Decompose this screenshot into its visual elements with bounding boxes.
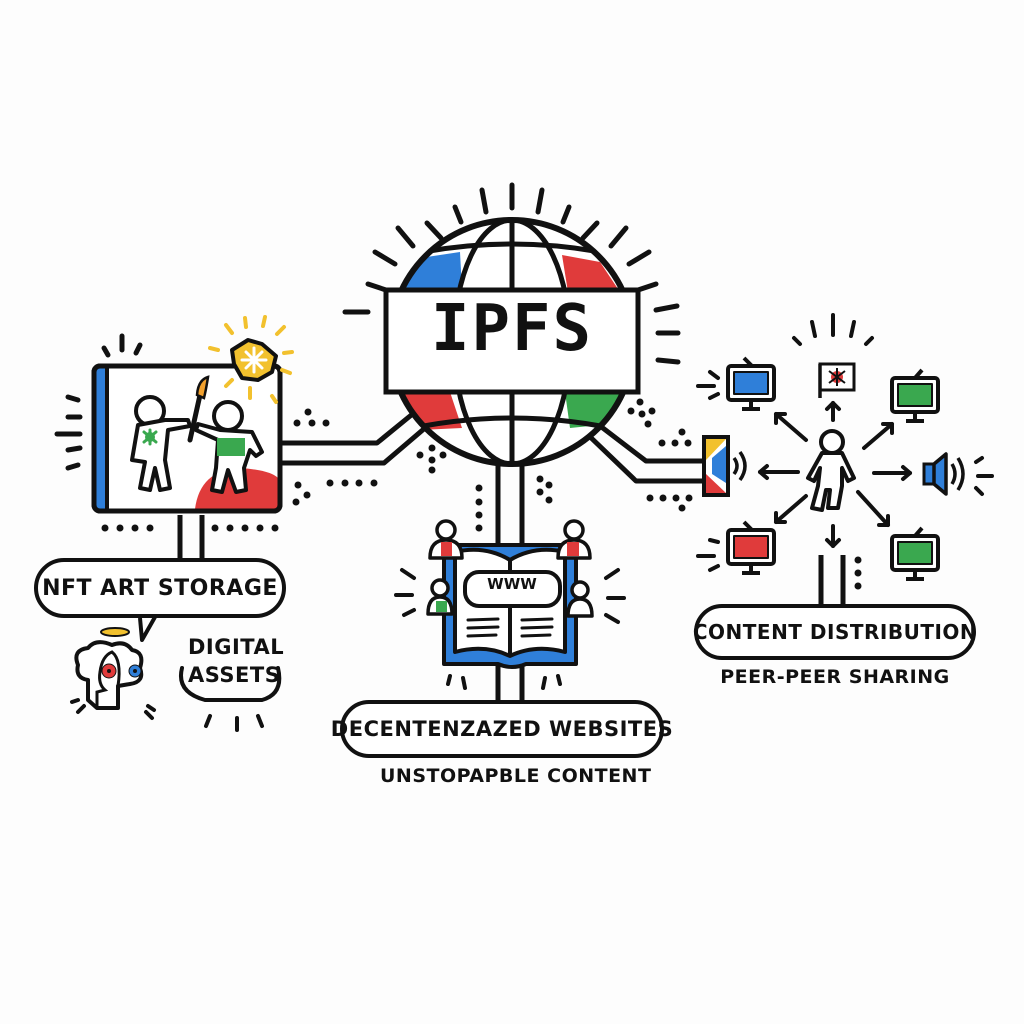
nft-rays bbox=[54, 333, 143, 471]
speaker-icon bbox=[702, 435, 747, 497]
decorative-dots bbox=[101, 398, 862, 590]
nft-art-storage-pill: NFT ART STORAGE bbox=[34, 558, 286, 618]
nft-art-storage-label: NFT ART STORAGE bbox=[42, 575, 278, 601]
people-icon bbox=[130, 395, 264, 494]
connector-nft-down bbox=[177, 515, 205, 560]
decentralized-websites-label: DECENTENZAZED WEBSITES bbox=[330, 717, 674, 741]
people-icon bbox=[426, 519, 594, 618]
digital-assets-line2: ASSETS bbox=[188, 663, 281, 687]
monitor-icon bbox=[726, 356, 776, 411]
person-icon bbox=[806, 429, 856, 512]
monitor-icon bbox=[890, 526, 940, 581]
speech-bubble-tail bbox=[138, 616, 157, 642]
flag-icon bbox=[818, 362, 856, 398]
connector-left bbox=[275, 409, 428, 466]
distribution-rays bbox=[696, 313, 874, 572]
connector-center bbox=[495, 460, 525, 700]
speaker-icon bbox=[922, 452, 994, 496]
connector-distribution-down bbox=[818, 555, 846, 608]
globe-rays bbox=[342, 182, 681, 365]
digital-assets-line1: DIGITAL bbox=[188, 635, 285, 659]
digital-assets-bracket bbox=[179, 666, 282, 702]
globe-icon bbox=[383, 217, 641, 467]
monitor-icon bbox=[726, 520, 776, 575]
digital-assets-label: DIGITAL ASSETS bbox=[188, 633, 284, 689]
open-book-icon bbox=[442, 543, 578, 669]
hub-title: IPFS bbox=[430, 292, 594, 366]
decentralized-websites-pill: DECENTENZAZED WEBSITES bbox=[331, 700, 673, 758]
distribution-arrows bbox=[758, 401, 912, 548]
www-label: WWW bbox=[487, 575, 537, 593]
content-distribution-pill: CONTENT DISTRIBUTION bbox=[692, 604, 978, 660]
monitor-icon bbox=[890, 368, 940, 423]
unstoppable-content-label: UNSTOPAPBLE CONTENT bbox=[380, 765, 652, 787]
sparkle-badge-icon bbox=[208, 315, 294, 404]
connector-right bbox=[582, 419, 708, 484]
digital-assets-rays bbox=[204, 714, 264, 732]
head-profile-icon bbox=[70, 627, 156, 720]
book-rays bbox=[394, 568, 626, 690]
paintbrush-icon bbox=[187, 375, 210, 443]
peer-peer-sharing-label: PEER-PEER SHARING bbox=[720, 666, 950, 688]
content-distribution-label: CONTENT DISTRIBUTION bbox=[692, 620, 978, 644]
